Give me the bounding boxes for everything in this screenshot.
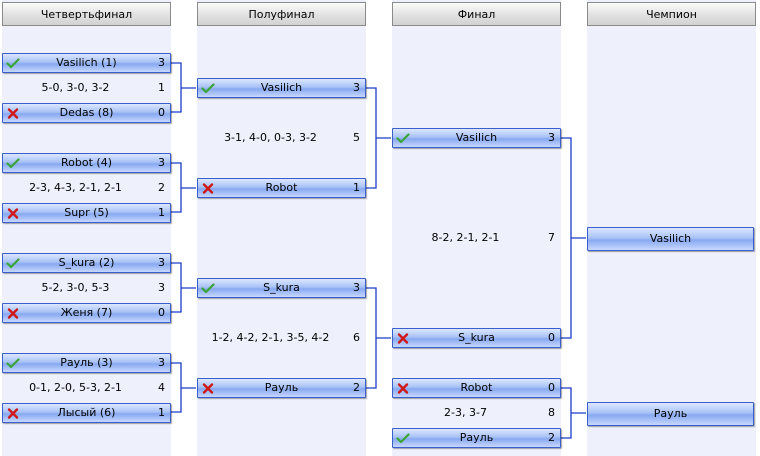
player-score: 1 — [353, 181, 360, 194]
player-name: Рауль (3) — [60, 356, 113, 369]
quarterfinal-column: Четвертьфинал — [2, 0, 171, 456]
match-detail: 2-3, 3-7 — [444, 406, 487, 419]
qf2-loser-row[interactable]: Supr (5) 1 — [2, 203, 171, 223]
sf1-loser-row[interactable]: Robot 1 — [197, 178, 366, 198]
player-name: Vasilich (1) — [56, 56, 117, 69]
cross-icon — [396, 332, 410, 345]
player-score: 3 — [548, 131, 555, 144]
third-place-name: Рауль — [653, 407, 688, 420]
third-place-champion-row[interactable]: Рауль — [587, 402, 754, 426]
check-icon — [6, 157, 20, 170]
player-score: 2 — [353, 381, 360, 394]
match-number: 7 — [548, 231, 555, 244]
qf2-winner-row[interactable]: Robot (4) 3 — [2, 153, 171, 173]
check-icon — [6, 257, 20, 270]
qf1-winner-row[interactable]: Vasilich (1) 3 — [2, 53, 171, 73]
check-icon — [6, 357, 20, 370]
qf2-match-info: 2-3, 4-3, 2-1, 2-1 2 — [2, 179, 171, 197]
third-place-match-info: 2-3, 3-7 8 — [392, 404, 561, 422]
final-winner-row[interactable]: Vasilich 3 — [392, 128, 561, 148]
third-place-loser-row[interactable]: Robot 0 — [392, 378, 561, 398]
qf3-winner-row[interactable]: S_kura (2) 3 — [2, 253, 171, 273]
champion-header: Чемпион — [587, 2, 756, 26]
check-icon — [396, 432, 410, 445]
player-name: Supr (5) — [64, 206, 109, 219]
check-icon — [6, 57, 20, 70]
champion-name: Vasilich — [649, 232, 692, 245]
player-score: 0 — [158, 306, 165, 319]
match-detail: 5-2, 3-0, 5-3 — [41, 281, 110, 294]
match-number: 6 — [353, 331, 360, 344]
check-icon — [201, 82, 215, 95]
sf2-winner-row[interactable]: S_kura 3 — [197, 278, 366, 298]
check-icon — [201, 282, 215, 295]
match-number: 8 — [548, 406, 555, 419]
match-detail: 8-2, 2-1, 2-1 — [431, 231, 500, 244]
player-name: S_kura — [458, 331, 495, 344]
match-detail: 0-1, 2-0, 5-3, 2-1 — [29, 381, 122, 394]
player-name: Robot — [460, 381, 493, 394]
cross-icon — [201, 182, 215, 195]
player-score: 1 — [158, 406, 165, 419]
match-number: 5 — [353, 131, 360, 144]
qf4-winner-row[interactable]: Рауль (3) 3 — [2, 353, 171, 373]
third-place-winner-row[interactable]: Рауль 2 — [392, 428, 561, 448]
match-number: 4 — [158, 381, 165, 394]
player-name: Dedas (8) — [59, 106, 114, 119]
check-icon — [396, 132, 410, 145]
player-score: 0 — [158, 106, 165, 119]
cross-icon — [6, 407, 20, 420]
final-match-info: 8-2, 2-1, 2-1 7 — [392, 229, 561, 247]
player-score: 3 — [353, 281, 360, 294]
player-name: Vasilich — [455, 131, 498, 144]
qf3-loser-row[interactable]: Женя (7) 0 — [2, 303, 171, 323]
player-score: 2 — [548, 431, 555, 444]
match-detail: 3-1, 4-0, 0-3, 3-2 — [224, 131, 317, 144]
player-name: Robot — [265, 181, 298, 194]
match-number: 2 — [158, 181, 165, 194]
final-loser-row[interactable]: S_kura 0 — [392, 328, 561, 348]
sf1-match-info: 3-1, 4-0, 0-3, 3-2 5 — [197, 129, 366, 147]
player-name: S_kura (2) — [58, 256, 115, 269]
qf1-match-info: 5-0, 3-0, 3-2 1 — [2, 79, 171, 97]
cross-icon — [6, 307, 20, 320]
player-score: 3 — [353, 81, 360, 94]
player-score: 3 — [158, 156, 165, 169]
player-score: 3 — [158, 56, 165, 69]
qf1-loser-row[interactable]: Dedas (8) 0 — [2, 103, 171, 123]
match-detail: 5-0, 3-0, 3-2 — [41, 81, 110, 94]
quarterfinal-header: Четвертьфинал — [2, 2, 171, 26]
cross-icon — [201, 382, 215, 395]
player-score: 3 — [158, 256, 165, 269]
player-name: Рауль — [264, 381, 299, 394]
match-number: 3 — [158, 281, 165, 294]
player-name: Лысый (6) — [57, 406, 116, 419]
sf2-loser-row[interactable]: Рауль 2 — [197, 378, 366, 398]
semifinal-header: Полуфинал — [197, 2, 366, 26]
player-name: Женя (7) — [60, 306, 113, 319]
match-detail: 2-3, 4-3, 2-1, 2-1 — [29, 181, 122, 194]
player-name: Vasilich — [260, 81, 303, 94]
sf1-winner-row[interactable]: Vasilich 3 — [197, 78, 366, 98]
player-score: 3 — [158, 356, 165, 369]
player-score: 0 — [548, 381, 555, 394]
player-name: S_kura — [263, 281, 300, 294]
cross-icon — [396, 382, 410, 395]
cross-icon — [6, 207, 20, 220]
cross-icon — [6, 107, 20, 120]
match-detail: 1-2, 4-2, 2-1, 3-5, 4-2 — [211, 331, 330, 344]
qf3-match-info: 5-2, 3-0, 5-3 3 — [2, 279, 171, 297]
player-name: Рауль — [459, 431, 494, 444]
player-name: Robot (4) — [61, 156, 112, 169]
qf4-loser-row[interactable]: Лысый (6) 1 — [2, 403, 171, 423]
final-header: Финал — [392, 2, 561, 26]
player-score: 1 — [158, 206, 165, 219]
match-number: 1 — [158, 81, 165, 94]
sf2-match-info: 1-2, 4-2, 2-1, 3-5, 4-2 6 — [197, 329, 366, 347]
qf4-match-info: 0-1, 2-0, 5-3, 2-1 4 — [2, 379, 171, 397]
champion-row[interactable]: Vasilich — [587, 227, 754, 251]
player-score: 0 — [548, 331, 555, 344]
